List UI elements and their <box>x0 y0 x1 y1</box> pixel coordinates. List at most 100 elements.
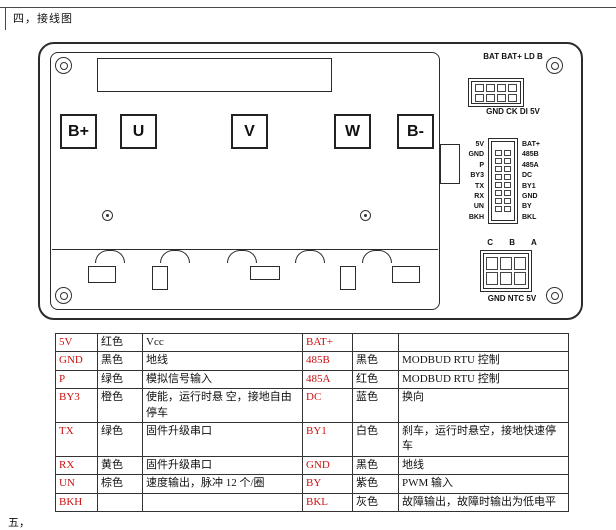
terminal-b-plus: B+ <box>60 114 97 149</box>
bottom-connector-bottom-label: GND NTC 5V <box>487 294 537 303</box>
power-connector-pins <box>471 81 521 104</box>
pin-cell <box>495 190 502 196</box>
pin-cell: 485A <box>302 369 353 390</box>
top-connector-top-label: BAT BAT+ LD B <box>483 52 543 61</box>
pin-cell: BAT+ <box>302 332 353 353</box>
mounting-foot <box>152 266 168 290</box>
pin-cell <box>514 257 526 270</box>
mounting-foot <box>250 266 280 280</box>
color-cell: 红色 <box>352 369 399 390</box>
function-cell: 固件升级串口 <box>142 421 303 457</box>
controller-face <box>50 52 440 310</box>
function-cell: Vcc <box>142 332 303 353</box>
pin-cell <box>495 158 502 164</box>
mounting-foot <box>88 266 116 283</box>
color-cell: 黑色 <box>352 351 399 371</box>
page-left-border <box>5 7 6 30</box>
pin-label: BY1 <box>522 182 536 190</box>
table-row: GND 黑色 地线 485B 黑色 MODBUD RTU 控制 <box>55 351 569 371</box>
function-cell: 地线 <box>398 455 569 476</box>
pin-label: BKH <box>468 213 484 221</box>
pin-cell <box>486 257 498 270</box>
pin-cell <box>495 206 502 212</box>
mid-connector-right-labels: BAT+ 485B 485A DC BY1 GND BY BKL <box>522 140 574 223</box>
pin-cell <box>500 272 512 285</box>
pin-label: P <box>479 161 484 169</box>
table-row: RX 黄色 固件升级串口 GND 黑色 地线 <box>55 455 569 476</box>
function-cell: MODBUD RTU 控制 <box>398 351 569 371</box>
pin-cell <box>508 93 517 102</box>
function-cell: 使能，运行时悬 空，接地自由停车 <box>142 388 303 423</box>
pin-cell: BKH <box>55 492 98 512</box>
mounting-foot <box>392 266 420 283</box>
pin-cell: 485B <box>302 351 353 371</box>
pin-label: 485A <box>522 161 539 169</box>
pin-cell: P <box>55 369 98 390</box>
function-cell: 换向 <box>398 388 569 423</box>
section-title: 四，接线图 <box>11 10 75 26</box>
pin-cell: RX <box>55 455 98 476</box>
pin-cell <box>504 166 511 172</box>
screw-icon <box>546 57 563 74</box>
color-cell: 绿色 <box>97 421 143 457</box>
pin-cell <box>486 272 498 285</box>
table-row: TX 绿色 固件升级串口 BY1 白色 刹车，运行时悬空，接地快速停车 <box>55 421 569 457</box>
pin-label: GND <box>522 192 538 200</box>
pin-label: BY <box>522 203 532 211</box>
color-cell: 黑色 <box>97 351 143 371</box>
pin-cell <box>495 166 502 172</box>
pin-label: 485B <box>522 151 539 159</box>
color-cell: 黑色 <box>352 455 399 476</box>
pin-cell <box>504 182 511 188</box>
pin-cell: GND <box>55 351 98 371</box>
function-cell: 故障输出，故障时输出为低电平 <box>398 492 569 512</box>
color-cell: 白色 <box>352 421 399 457</box>
pin-cell <box>497 93 506 102</box>
top-connector-bottom-label: GND CK DI 5V <box>486 107 540 116</box>
pin-cell <box>475 93 484 102</box>
pin-cell <box>504 198 511 204</box>
screw-icon <box>360 210 371 221</box>
mounting-foot <box>340 266 356 290</box>
pin-cell: UN <box>55 474 98 494</box>
pin-label: 5V <box>475 141 484 148</box>
table-row: 5V 红色 Vcc BAT+ <box>55 332 569 353</box>
terminal-w: W <box>334 114 371 149</box>
table-row: UN 棕色 速度输出，脉冲 12 个/圈 BY 紫色 PWM 输入 <box>55 474 569 494</box>
table-row: BY3 橙色 使能，运行时悬 空，接地自由停车 DC 蓝色 换向 <box>55 388 569 423</box>
pin-label: UN <box>473 203 484 211</box>
pin-label: DC <box>522 172 533 180</box>
color-cell: 蓝色 <box>352 388 399 423</box>
power-connector <box>468 78 524 107</box>
function-cell <box>398 332 569 353</box>
mid-connector-left-labels: 5V GND P BY3 TX RX UN BKH <box>432 140 484 223</box>
pin-label: BKL <box>522 213 537 221</box>
controller-body-outline: B+ U V W B- BAT BAT+ LD B GND CK DI 5V 5… <box>38 42 583 320</box>
screw-icon <box>55 287 72 304</box>
bottom-connector-top-label: C B A <box>487 238 544 247</box>
pin-cell <box>495 198 502 204</box>
color-cell: 紫色 <box>352 474 399 494</box>
pin-cell <box>495 174 502 180</box>
color-cell: 红色 <box>97 332 143 353</box>
pin-cell: 5V <box>55 332 98 353</box>
terminal-b-minus: B- <box>397 114 434 149</box>
table-row: P 绿色 模拟信号输入 485A 红色 MODBUD RTU 控制 <box>55 369 569 390</box>
pin-cell <box>504 190 511 196</box>
pin-cell <box>500 257 512 270</box>
table-row: BKH BKL 灰色 故障输出，故障时输出为低电平 <box>55 492 569 512</box>
pin-label: BY3 <box>470 172 484 180</box>
pin-definition-table: 5V 红色 Vcc BAT+ GND 黑色 地线 485B 黑色 MODBUD … <box>55 332 569 512</box>
pin-cell <box>504 150 511 156</box>
pin-cell: GND <box>302 455 353 476</box>
pin-cell: BY3 <box>55 388 98 423</box>
color-cell: 绿色 <box>97 369 143 390</box>
color-cell: 黄色 <box>97 455 143 476</box>
pin-cell: DC <box>302 388 353 423</box>
terminal-v: V <box>231 114 268 149</box>
pin-cell <box>495 182 502 188</box>
pin-label: BAT+ <box>522 141 540 148</box>
terminal-u: U <box>120 114 157 149</box>
pin-cell: BKL <box>302 492 353 512</box>
pin-label: RX <box>474 192 484 200</box>
